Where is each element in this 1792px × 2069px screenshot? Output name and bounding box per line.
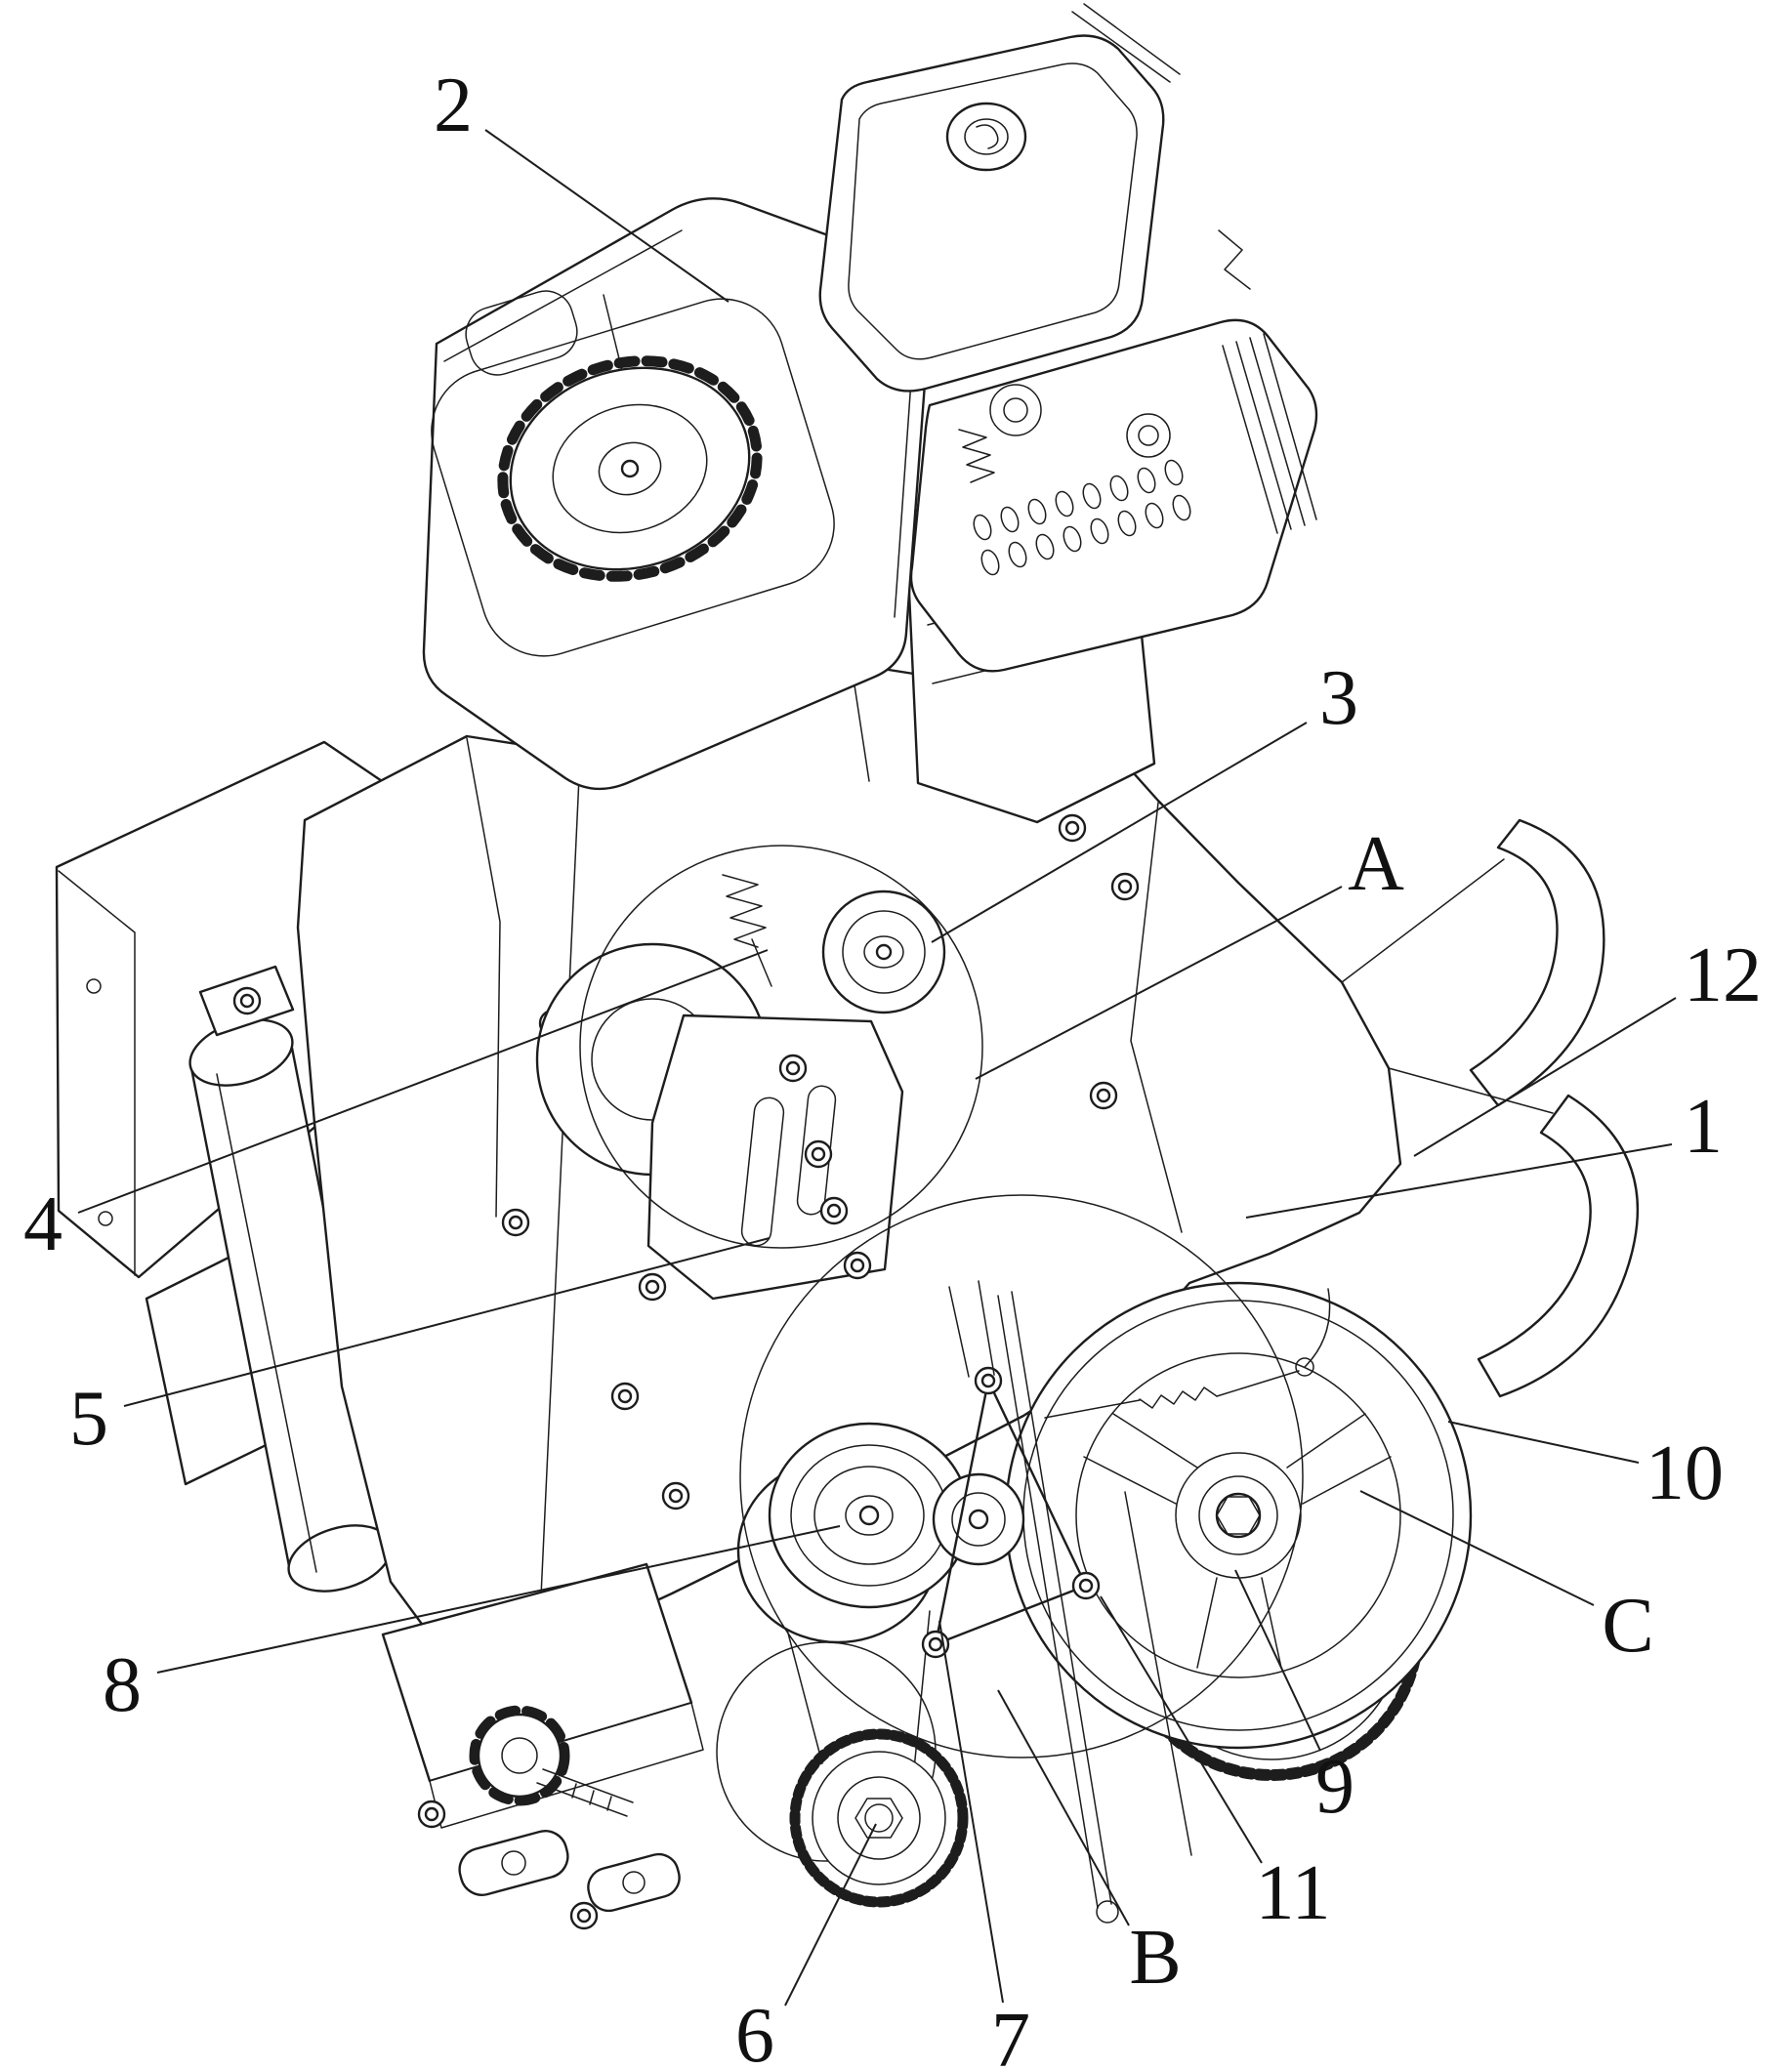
throttle-spring xyxy=(958,429,995,483)
leader-line-8 xyxy=(156,1525,841,1674)
leader-line-7 xyxy=(938,1620,1004,2004)
callout-label-12: 12 xyxy=(1684,932,1762,1018)
bolt-head xyxy=(661,1481,690,1510)
leader-line-A xyxy=(975,886,1343,1080)
leader-line-9 xyxy=(1234,1569,1321,1752)
fuel-cap xyxy=(497,355,763,582)
leader-line-6 xyxy=(784,1823,877,2007)
bolt-head xyxy=(1089,1081,1118,1110)
callout-label-2: 2 xyxy=(434,62,473,148)
selector-spring xyxy=(722,874,767,948)
callout-label-11: 11 xyxy=(1255,1850,1330,1936)
bolt-head xyxy=(232,986,262,1015)
bolt-head xyxy=(1058,813,1087,843)
output-sprocket xyxy=(789,1728,969,1908)
callout-label-3: 3 xyxy=(1319,655,1358,741)
detail-circle-b xyxy=(739,1194,1304,1759)
callout-label-1: 1 xyxy=(1684,1084,1723,1170)
callout-label-C: C xyxy=(1602,1583,1653,1669)
detail-circle-a xyxy=(579,845,983,1249)
leader-line-11 xyxy=(1100,1595,1263,1864)
callout-label-4: 4 xyxy=(23,1181,63,1267)
bolt-head xyxy=(417,1800,446,1829)
torn-edge xyxy=(1218,229,1251,290)
callout-label-7: 7 xyxy=(991,1998,1030,2069)
air-cleaner xyxy=(818,3,1181,393)
leader-line-C xyxy=(1359,1490,1595,1606)
bolt-head xyxy=(638,1272,667,1302)
cable-line xyxy=(1071,11,1171,83)
leader-line-4 xyxy=(77,949,769,1214)
leader-line-5 xyxy=(123,1237,771,1407)
tension-arm xyxy=(934,1379,1088,1646)
callout-label-6: 6 xyxy=(735,1993,774,2069)
fuel-tank xyxy=(422,197,933,791)
bolt-head xyxy=(1110,872,1140,901)
clutch-cable xyxy=(1044,1288,1331,1419)
leader-line-2 xyxy=(484,129,729,303)
big-pulley-assembly xyxy=(1004,1281,1473,1781)
wing-bolt xyxy=(945,102,1027,172)
drive-pulley-cluster xyxy=(716,1280,1331,1924)
callout-label-A: A xyxy=(1348,821,1404,907)
leader-line-3 xyxy=(931,722,1308,943)
double-v-pulley xyxy=(736,1422,971,1644)
idler-pulley xyxy=(932,1472,1025,1566)
bolt-head xyxy=(778,1054,808,1083)
bolt-head xyxy=(1071,1571,1101,1600)
muffler xyxy=(909,229,1318,673)
tension-rod xyxy=(997,1291,1192,1924)
mount-bracket xyxy=(381,1562,704,1930)
star-knob xyxy=(469,1705,634,1817)
bolt-head xyxy=(843,1251,872,1280)
vent-holes xyxy=(973,459,1191,576)
callout-label-9: 9 xyxy=(1315,1744,1354,1830)
machine-line-art xyxy=(55,3,1640,1930)
callout-label-B: B xyxy=(1129,1915,1181,2001)
cable-line xyxy=(1083,3,1181,75)
bolt-head xyxy=(804,1139,833,1169)
leader-line-1 xyxy=(1245,1143,1673,1219)
fin-hatching xyxy=(1222,333,1317,534)
gear-selector-cluster xyxy=(535,874,946,1301)
callout-layer: 2 3A 12 1 4 5 10C 8 9 11B 6 7 xyxy=(23,62,1762,2069)
callout-label-8: 8 xyxy=(103,1642,142,1728)
axle-nut xyxy=(1216,1496,1261,1535)
selector-gear xyxy=(821,890,946,1014)
bolt-head xyxy=(569,1901,599,1930)
callout-label-5: 5 xyxy=(69,1376,108,1462)
bolt-head xyxy=(501,1208,530,1237)
callout-label-10: 10 xyxy=(1646,1430,1724,1516)
bolt-head xyxy=(974,1366,1003,1395)
pulley-spokes xyxy=(1083,1413,1392,1669)
leader-line-10 xyxy=(1447,1421,1640,1464)
leader-line-12 xyxy=(1413,997,1677,1157)
leader-line-B xyxy=(997,1689,1130,1926)
bolt-head xyxy=(610,1382,640,1411)
bolt-head xyxy=(819,1196,849,1225)
